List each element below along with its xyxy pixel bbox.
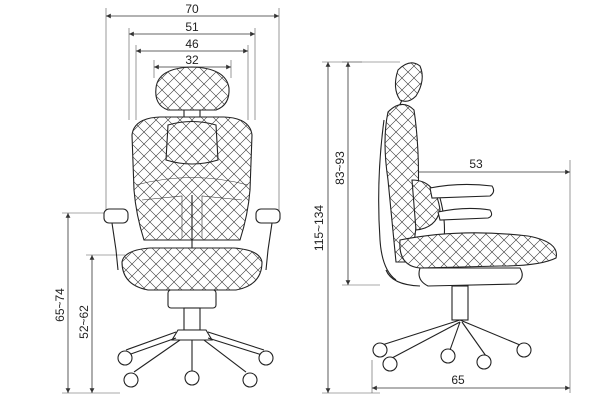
dim-armrest-height: 65~74	[53, 212, 120, 394]
label-seat-width: 46	[185, 37, 199, 51]
dim-depth-armrest: 53	[389, 157, 571, 300]
label-headrest-width: 32	[185, 53, 199, 67]
dim-seat-width: 46	[135, 37, 249, 120]
label-armrest-height: 65~74	[53, 288, 67, 322]
label-base-depth: 65	[451, 373, 465, 387]
dim-back-height: 83~93	[333, 61, 380, 286]
dim-back-width: 51	[128, 20, 256, 120]
label-total-height: 115~134	[312, 205, 326, 251]
front-view: 70 51 46 32 65~74	[53, 2, 281, 394]
dim-base-depth: 65	[371, 300, 571, 393]
dim-seat-height: 52~62	[77, 254, 125, 393]
side-view: 115~134 83~93 53 65	[312, 61, 571, 394]
label-back-height: 83~93	[333, 151, 347, 185]
label-overall-width: 70	[185, 2, 199, 16]
label-back-width: 51	[185, 20, 199, 34]
label-seat-height: 52~62	[77, 305, 91, 339]
chair-side-drawing	[372, 62, 557, 372]
label-depth-armrest: 53	[469, 157, 483, 171]
dim-overall-width: 70	[105, 2, 280, 215]
chair-front-drawing	[103, 66, 281, 388]
dim-total-height: 115~134	[312, 61, 400, 394]
